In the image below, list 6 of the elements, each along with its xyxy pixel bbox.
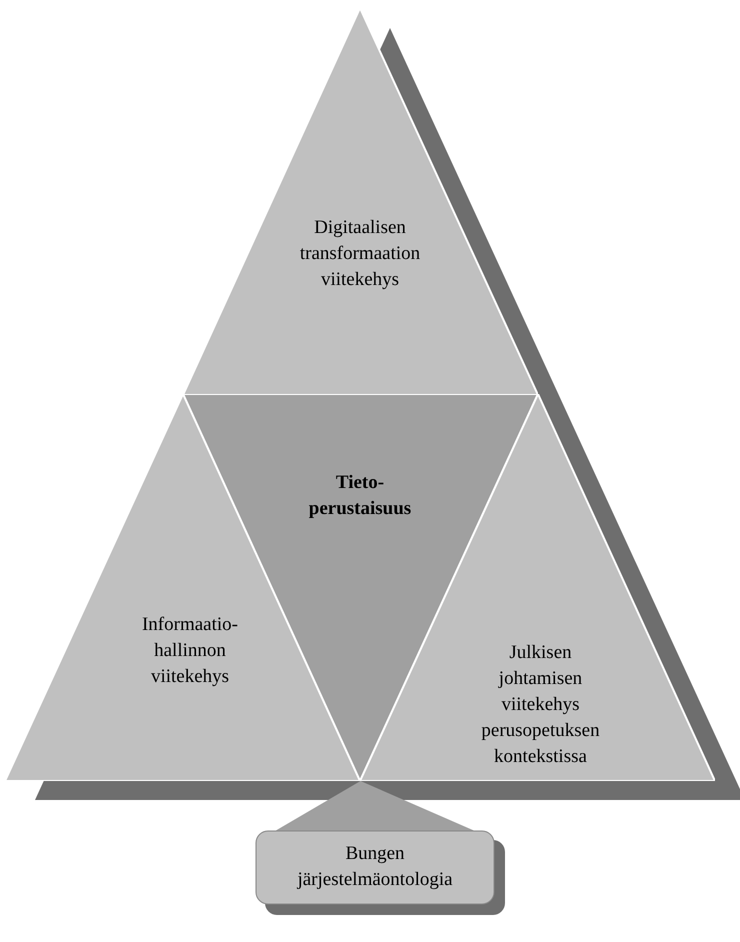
node-label: Julkisen johtamisen viitekehys perusopetuksen kontekstissa	[480, 641, 601, 769]
node-label: Informaatio-hallinnon viitekehys	[140, 613, 239, 689]
node-label: Tieto-perustaisuus	[308, 471, 412, 521]
node-label: Bungen järjestelmäontologia	[296, 842, 454, 892]
connector-stand	[275, 781, 475, 831]
node-label: Digitaalisen transformaation viitekehys	[298, 216, 422, 292]
